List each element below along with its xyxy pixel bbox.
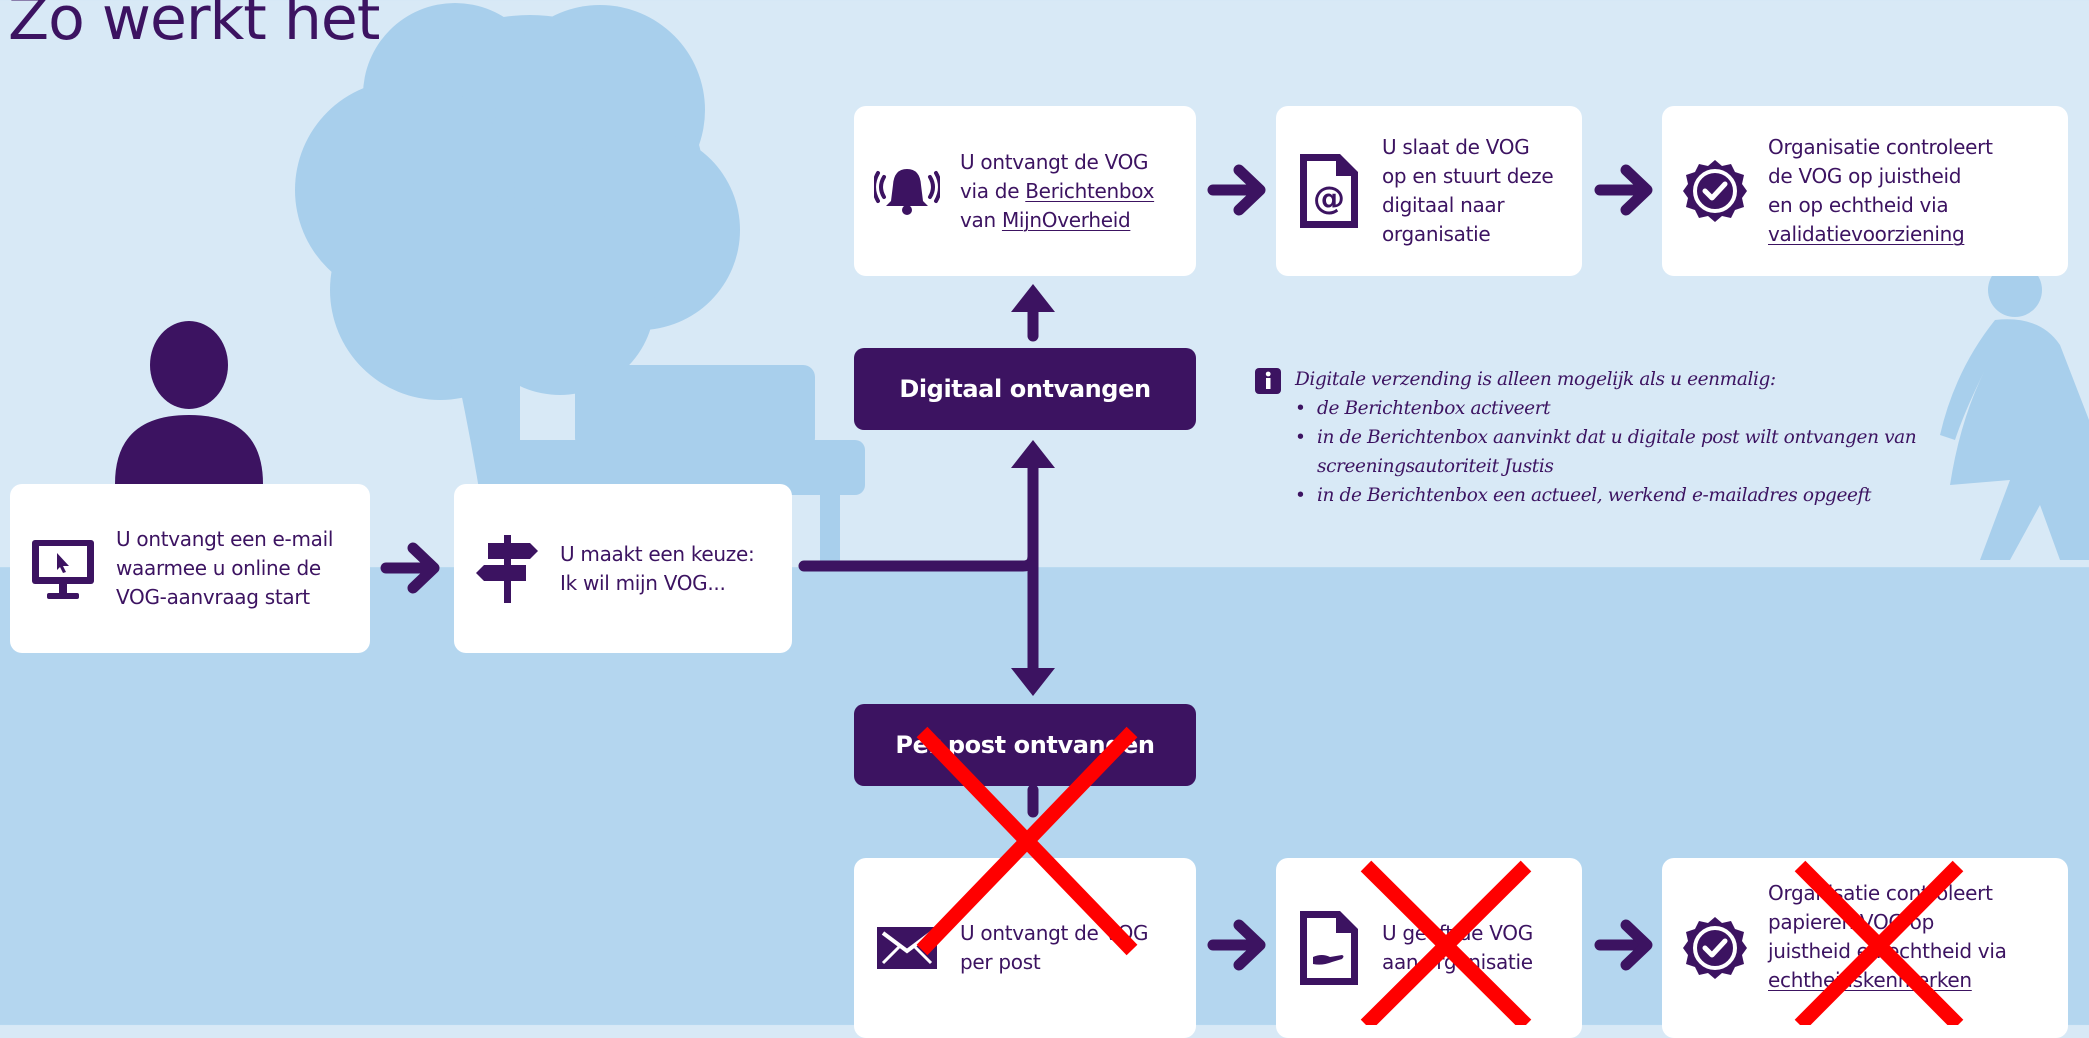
step-choice-text: U maakt een keuze: Ik wil mijn VOG... <box>560 540 755 598</box>
step-digital-send-line: op en stuurt deze <box>1382 164 1554 188</box>
step-choice-line: Ik wil mijn VOG... <box>560 570 726 595</box>
info-bullet: •in de Berichtenbox een actueel, werkend… <box>1295 485 1872 506</box>
document-at-icon: @ <box>1276 152 1382 230</box>
step-digital-send-card: @ U slaat de VOG op en stuurt deze digit… <box>1276 106 1582 276</box>
validatievoorziening-link[interactable]: validatievoorziening <box>1768 222 1965 246</box>
document-hand-icon <box>1276 909 1382 987</box>
step-choice-card: U maakt een keuze: Ik wil mijn VOG... <box>454 484 792 653</box>
step-digital-send-line: organisatie <box>1382 222 1491 246</box>
step-digital-receive-card: U ontvangt de VOG via de Berichtenbox va… <box>854 106 1196 276</box>
step-post-check-line: papieren VOG op <box>1768 910 1934 934</box>
info-bullet-text: in de Berichtenbox een actueel, werkend … <box>1317 485 1872 506</box>
step-post-receive-line: U ontvangt de VOG <box>960 921 1149 945</box>
info-bullet: •in de Berichtenbox aanvinkt dat u digit… <box>1295 427 1917 448</box>
person-head <box>150 321 228 409</box>
step-email-text: U ontvangt een e-mail waarmee u online d… <box>116 525 333 612</box>
walking-person-head <box>1988 263 2042 317</box>
step-post-check-line: Organisatie controleert <box>1768 881 1993 905</box>
bench-seat <box>510 440 865 495</box>
person-body <box>115 415 263 484</box>
monitor-cursor-icon <box>10 538 116 600</box>
page-title: Zo werkt het <box>8 0 380 54</box>
info-bullet-text: in de Berichtenbox aanvinkt dat u digita… <box>1317 427 1917 448</box>
option-post-button[interactable]: Per post ontvangen <box>854 704 1196 786</box>
info-intro: Digitale verzending is alleen mogelijk a… <box>1295 369 1776 390</box>
arrowhead-up-digital <box>1011 440 1055 468</box>
svg-text:@: @ <box>1313 179 1345 217</box>
step-digital-check-card: Organisatie controleert de VOG op juisth… <box>1662 106 2068 276</box>
bell-icon <box>854 165 960 217</box>
step-post-check-text: Organisatie controleert papieren VOG op … <box>1768 879 2007 995</box>
signpost-icon <box>454 533 560 605</box>
step-digital-receive-line: van MijnOverheid <box>960 206 1154 235</box>
step-digital-send-line: U slaat de VOG <box>1382 135 1530 159</box>
check-badge-icon <box>1662 158 1768 224</box>
step-choice-line: U maakt een keuze: <box>560 541 755 566</box>
check-badge-icon <box>1662 915 1768 981</box>
arrowhead-down-post <box>1011 668 1055 696</box>
step-digital-check-line: Organisatie controleert <box>1768 135 1993 159</box>
step-post-check-card: Organisatie controleert papieren VOG op … <box>1662 858 2068 1038</box>
info-icon <box>1255 368 1281 394</box>
step-digital-receive-line: U ontvangt de VOG <box>960 149 1149 174</box>
text-fragment: via de <box>960 178 1026 203</box>
info-bullet-text: de Berichtenbox activeert <box>1317 398 1551 419</box>
arrowhead-up-card <box>1011 284 1055 312</box>
step-post-receive-text: U ontvangt de VOG per post <box>960 919 1149 977</box>
step-email-line: U ontvangt een e-mail <box>116 527 334 551</box>
connector-choice-to-branch <box>798 550 1039 572</box>
step-email-line: VOG-aanvraag start <box>116 585 310 609</box>
step-email-card: U ontvangt een e-mail waarmee u online d… <box>10 484 370 653</box>
info-bullet: •de Berichtenbox activeert <box>1295 398 1551 419</box>
bench-back <box>575 365 815 450</box>
option-digital-button[interactable]: Digitaal ontvangen <box>854 348 1196 430</box>
step-digital-check-line: en op echtheid via <box>1768 193 1949 217</box>
envelope-icon <box>854 925 960 971</box>
walking-person-body <box>1940 319 2089 560</box>
step-digital-check-line: de VOG op juistheid <box>1768 164 1962 188</box>
step-email-line: waarmee u online de <box>116 556 321 580</box>
text-fragment: van <box>960 207 1002 232</box>
step-post-check-line: juistheid en echtheid via <box>1768 939 2007 963</box>
step-digital-receive-text: U ontvangt de VOG via de Berichtenbox va… <box>960 148 1154 235</box>
mijnoverheid-link[interactable]: MijnOverheid <box>1001 207 1131 232</box>
step-post-send-text: U geeft de VOG aan organisatie <box>1382 919 1533 977</box>
step-digital-send-line: digitaal naar <box>1382 193 1505 217</box>
step-post-receive-card: U ontvangt de VOG per post <box>854 858 1196 1038</box>
step-post-receive-line: per post <box>960 950 1041 974</box>
berichtenbox-link[interactable]: Berichtenbox <box>1025 178 1155 203</box>
step-digital-check-text: Organisatie controleert de VOG op juisth… <box>1768 133 1993 249</box>
step-post-send-card: U geeft de VOG aan organisatie <box>1276 858 1582 1038</box>
echtheidskenmerken-link[interactable]: echtheidskenmerken <box>1768 968 1972 992</box>
step-post-send-line: aan organisatie <box>1382 950 1533 974</box>
step-digital-receive-line: via de Berichtenbox <box>960 177 1154 206</box>
info-bullet-continuation: screeningsautoriteit Justis <box>1317 456 1554 477</box>
step-digital-send-text: U slaat de VOG op en stuurt deze digitaa… <box>1382 133 1554 249</box>
step-post-send-line: U geeft de VOG <box>1382 921 1533 945</box>
